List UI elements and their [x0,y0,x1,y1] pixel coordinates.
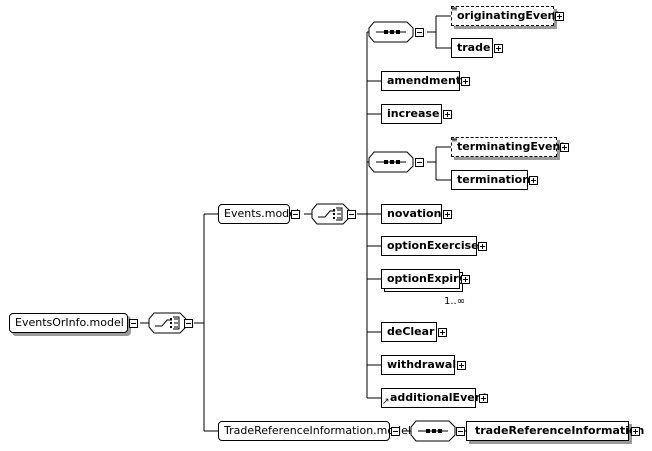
root-choice-collapse-icon[interactable] [184,319,193,328]
originating-event-expand-icon[interactable] [555,12,564,21]
increase-expand-icon[interactable] [443,110,452,119]
trade-reference-information-node[interactable]: tradeReferenceInformation [466,421,644,441]
originating-event-node[interactable]: originatingEvent [451,6,561,26]
sequence-compositor-icon [410,420,456,442]
termination-expand-icon[interactable] [529,176,538,185]
withdrawal-label: withdrawal [387,358,457,371]
root-model-node[interactable]: EventsOrInfo.model [9,313,128,333]
novation-label: novation [387,207,442,220]
events-choice-collapse-icon[interactable] [347,210,356,219]
withdrawal-node[interactable]: withdrawal [381,355,457,375]
amendment-expand-icon[interactable] [461,77,470,86]
termination-node[interactable]: termination [451,170,531,190]
trade-node[interactable]: trade [451,38,493,58]
sequence-collapse-icon[interactable] [415,158,424,167]
withdrawal-expand-icon[interactable] [457,361,466,370]
de-clear-label: deClear [387,325,435,338]
amendment-label: amendment [387,74,462,87]
events-model-node[interactable]: Events.model [218,204,299,224]
trade-reference-model-label: TradeReferenceInformation.model [224,424,411,437]
novation-expand-icon[interactable] [443,210,452,219]
reference-arrow-icon: ↗ [382,397,390,407]
terminating-event-label: terminatingEvent [457,140,566,153]
amendment-node[interactable]: amendment [381,71,462,91]
de-clear-expand-icon[interactable] [438,328,447,337]
option-exercise-label: optionExercise [387,239,479,252]
option-expiry-expand-icon[interactable] [461,275,470,284]
trade-label: trade [457,41,491,54]
de-clear-node[interactable]: deClear [381,322,437,342]
sequence-collapse-icon[interactable] [415,28,424,37]
additional-event-label: additionalEvent [390,391,488,404]
trade-reference-model-node[interactable]: TradeReferenceInformation.model [218,421,411,441]
additional-event-node[interactable]: additionalEvent [381,388,488,408]
additional-event-expand-icon[interactable] [479,394,488,403]
option-exercise-node[interactable]: optionExercise [381,236,479,256]
sequence-compositor-icon [368,151,414,173]
originating-event-label: originatingEvent [457,9,561,22]
sequence-compositor-icon [368,21,414,43]
option-exercise-expand-icon[interactable] [478,242,487,251]
terminating-event-expand-icon[interactable] [560,143,569,152]
terminating-event-node[interactable]: terminatingEvent [451,137,566,157]
increase-label: increase [387,107,440,120]
option-expiry-label: optionExpiry [387,272,466,285]
events-model-label: Events.model [224,207,299,220]
option-expiry-cardinality: 1..∞ [444,296,466,307]
trade-reference-information-expand-icon[interactable] [631,427,640,436]
trade-reference-information-label: tradeReferenceInformation [475,424,645,437]
root-choice-compositor-icon [148,312,187,334]
root-model-label: EventsOrInfo.model [15,316,124,329]
increase-node[interactable]: increase [381,104,442,124]
trade-reference-model-collapse-icon[interactable] [391,427,400,436]
novation-node[interactable]: novation [381,204,442,224]
termination-label: termination [457,173,531,186]
root-collapse-icon[interactable] [129,319,138,328]
substitution-marker-icon: ≡ [451,135,458,144]
trade-expand-icon[interactable] [494,44,503,53]
events-choice-compositor-icon [311,203,350,225]
trade-reference-sequence-collapse-icon[interactable] [456,427,465,436]
substitution-marker-icon: ≡ [451,4,458,13]
option-expiry-node[interactable]: optionExpiry [381,269,466,289]
events-model-collapse-icon[interactable] [291,210,300,219]
